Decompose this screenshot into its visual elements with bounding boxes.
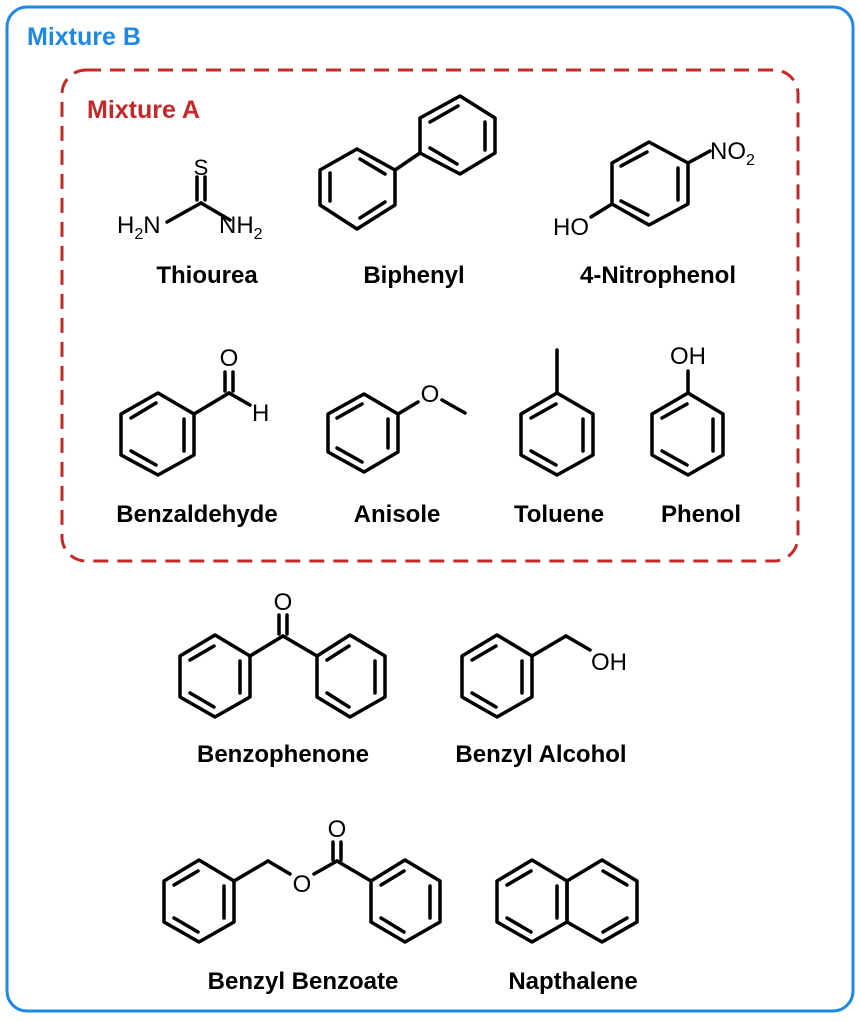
benzaldehyde-name: Benzaldehyde [116,501,278,528]
benzophenone-structure [178,613,387,719]
nitrophenol-structure [589,140,712,227]
benzyl-alcohol-structure [460,633,592,719]
toluene-name: Toluene [513,501,605,528]
benzyl-benzoate-ester-o-atom: O [293,871,312,898]
phenol-structure [650,369,725,477]
thiourea-name: Thiourea [156,262,258,289]
benzaldehyde-o-atom: O [220,345,239,372]
phenol-name: Phenol [660,501,742,528]
thiourea-h2n-atom: H2N [117,212,161,243]
benzyl-benzoate-structure [162,840,442,944]
anisole-o-atom: O [421,381,440,408]
nitrophenol-no2-group: NO2 [710,138,755,169]
benzophenone-name: Benzophenone [197,741,369,768]
phenol-oh-group: OH [670,343,706,370]
benzyl-alcohol-oh-group: OH [591,649,627,676]
mixture-a-label: Mixture A [87,96,200,124]
anisole-structure [326,392,467,474]
thiourea-nh2-atom: NH2 [219,212,263,243]
benzyl-benzoate-name: Benzyl Benzoate [207,968,399,995]
benzyl-benzoate-carbonyl-o-atom: O [328,816,347,843]
mixture-a-box [60,68,800,563]
mixture-b-label: Mixture B [27,23,141,51]
benzyl-alcohol-name: Benzyl Alcohol [455,741,627,768]
napthalene-name: Napthalene [508,968,638,995]
benzophenone-o-atom: O [274,589,293,616]
napthalene-structure [495,858,639,944]
mixture-b-box [5,5,855,1013]
biphenyl-name: Biphenyl [363,262,465,289]
nitrophenol-ho-group: HO [553,214,589,241]
benzaldehyde-h-atom: H [252,400,269,427]
thiourea-s-atom: S [194,155,209,180]
thiourea-structure [165,175,232,224]
toluene-structure [519,348,595,477]
benzaldehyde-structure [119,370,252,477]
nitrophenol-name: 4-Nitrophenol [580,262,736,289]
biphenyl-structure [318,94,497,231]
anisole-name: Anisole [353,501,441,528]
